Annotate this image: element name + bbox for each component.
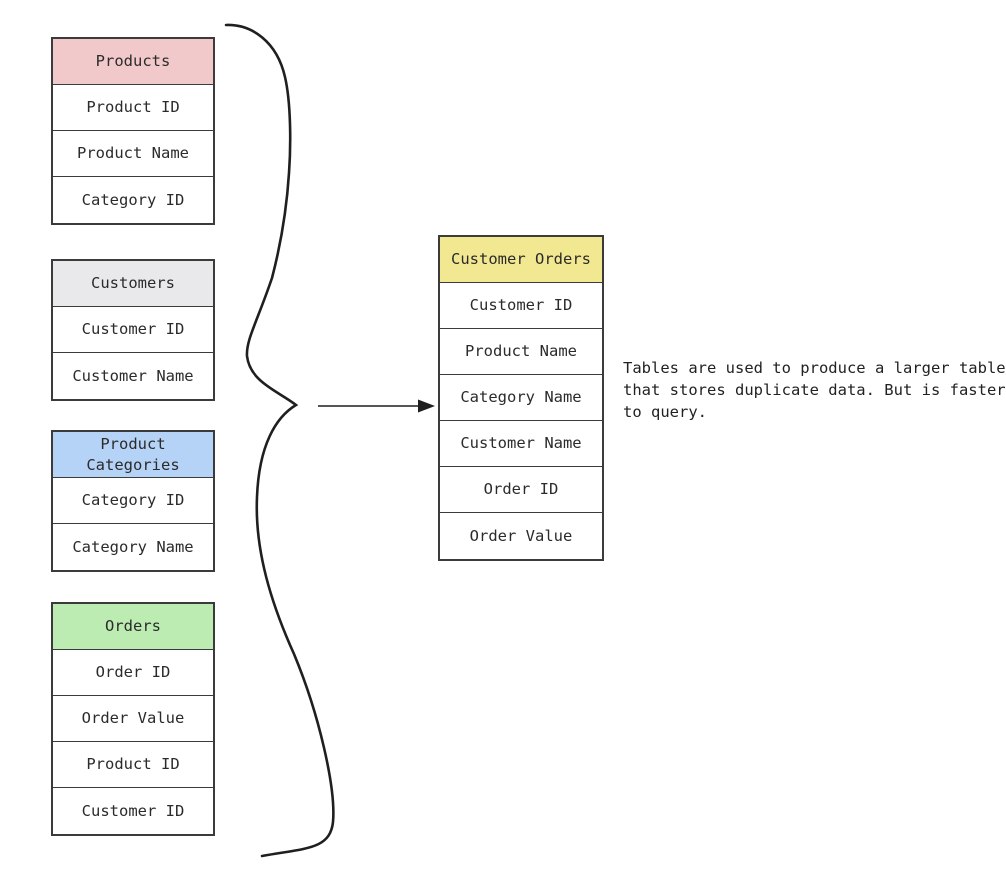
table-row: Order ID xyxy=(53,650,213,696)
table-row: Product ID xyxy=(53,85,213,131)
table-customers: Customers Customer ID Customer Name xyxy=(51,259,215,401)
table-row: Order Value xyxy=(53,696,213,742)
table-row: Order Value xyxy=(469,526,573,545)
table-header-customer-orders: Customer Orders xyxy=(440,237,602,283)
table-row: Product Name xyxy=(440,329,602,375)
table-row: Category Name xyxy=(72,537,194,556)
annotation-text: Tables are used to produce a larger tabl… xyxy=(623,359,1006,421)
table-row: Customer ID xyxy=(440,283,602,329)
table-row: Category Name xyxy=(440,375,602,421)
table-products: Products Product ID Product Name Categor… xyxy=(51,37,215,225)
right-arrow-icon xyxy=(318,399,435,413)
table-header-orders: Orders xyxy=(53,604,213,650)
table-row: Order ID xyxy=(440,467,602,513)
table-row: Category ID xyxy=(81,190,185,209)
table-row: Customer ID xyxy=(53,307,213,353)
table-row: Customer Name xyxy=(72,366,194,385)
table-row: Product ID xyxy=(53,742,213,788)
table-product-categories: Product Categories Category ID Category … xyxy=(51,430,215,572)
table-row: Product Name xyxy=(53,131,213,177)
table-header-customers: Customers xyxy=(53,261,213,307)
table-customer-orders: Customer Orders Customer ID Product Name… xyxy=(438,235,604,561)
table-header-products: Products xyxy=(53,39,213,85)
curly-brace-icon xyxy=(224,23,335,858)
table-row: Customer Name xyxy=(440,421,602,467)
table-orders: Orders Order ID Order Value Product ID C… xyxy=(51,602,215,836)
table-row: Customer ID xyxy=(81,801,185,820)
table-row: Category ID xyxy=(53,478,213,524)
table-header-product-categories: Product Categories xyxy=(53,432,213,478)
